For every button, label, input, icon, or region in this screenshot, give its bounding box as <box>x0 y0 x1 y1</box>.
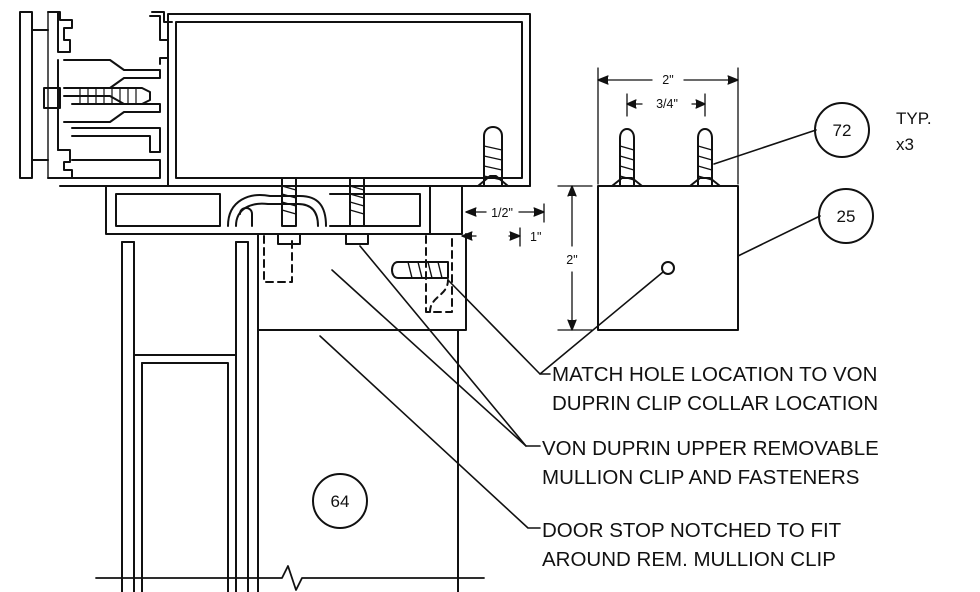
fastener-right <box>477 126 509 187</box>
dim-half: 1/2" <box>491 206 513 220</box>
dim-1: 1" <box>530 230 541 244</box>
hole-marker <box>661 261 675 275</box>
note-stop-line2: AROUND REM. MULLION CLIP <box>542 548 836 571</box>
mullion <box>121 233 459 592</box>
leaders <box>319 129 821 529</box>
dim-2-side: 2" <box>566 253 577 267</box>
callout-64-label: 64 <box>331 492 350 511</box>
note-vd-line1: VON DUPRIN UPPER REMOVABLE <box>542 437 879 460</box>
break-line <box>95 565 485 591</box>
dim-3-4: 3/4" <box>656 97 678 111</box>
callout-64-circle <box>312 473 368 529</box>
fastener-2 <box>345 177 369 245</box>
note-match-line2: DUPRIN CLIP COLLAR LOCATION <box>552 392 878 415</box>
fastener-side <box>391 261 449 279</box>
callout-72-circle <box>814 102 870 158</box>
head-channel <box>105 185 531 235</box>
door-stop <box>257 233 467 331</box>
note-match-line1: MATCH HOLE LOCATION TO VON <box>552 363 877 386</box>
typ-count: x3 <box>896 135 914 154</box>
callout-72-label: 72 <box>833 121 852 140</box>
note-stop-line1: DOOR STOP NOTCHED TO FIT <box>542 519 842 542</box>
clip-dimensions <box>461 203 545 247</box>
fastener-1 <box>277 177 301 245</box>
callout-25-label: 25 <box>837 207 856 226</box>
callout-25-circle <box>818 188 874 244</box>
dim-2-top: 2" <box>662 73 673 87</box>
typ-label: TYP. <box>896 109 932 128</box>
side-block <box>557 67 739 331</box>
note-vd-line2: MULLION CLIP AND FASTENERS <box>542 466 859 489</box>
frame-profile <box>19 11 531 187</box>
